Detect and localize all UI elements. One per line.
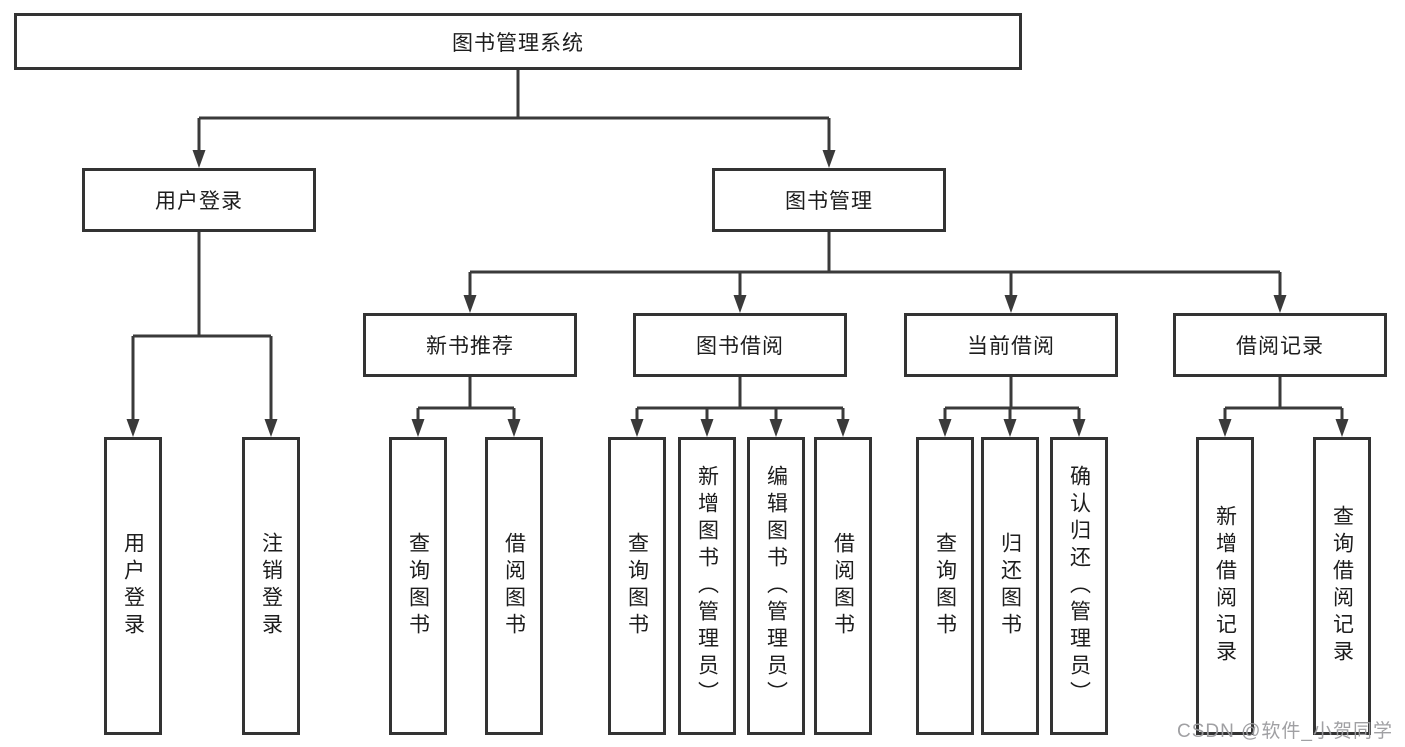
leaf-label: 查询图书: [406, 532, 430, 640]
leaf-label: 借阅图书: [502, 532, 526, 640]
leaf-label: 新增图书（管理员）: [695, 464, 719, 708]
leaf-add-borrow-record: 新增借阅记录: [1196, 437, 1254, 735]
leaf-label: 确认归还（管理员）: [1067, 464, 1091, 708]
leaf-confirm-return-admin: 确认归还（管理员）: [1050, 437, 1108, 735]
node-new-book-recommend: 新书推荐: [363, 313, 577, 377]
node-label: 用户登录: [155, 190, 243, 213]
node-book-management: 图书管理: [712, 168, 946, 232]
leaf-borrow-books-2: 借阅图书: [814, 437, 872, 735]
leaf-label: 归还图书: [998, 532, 1022, 640]
node-borrowing-records: 借阅记录: [1173, 313, 1387, 377]
leaf-label: 查询借阅记录: [1330, 505, 1354, 667]
leaf-user-login: 用户登录: [104, 437, 162, 735]
leaf-label: 注销登录: [259, 532, 283, 640]
node-label: 图书管理: [785, 190, 873, 213]
leaf-label: 查询图书: [625, 532, 649, 640]
node-label: 当前借阅: [967, 335, 1055, 358]
leaf-query-books-3: 查询图书: [916, 437, 974, 735]
node-label: 图书借阅: [696, 335, 784, 358]
leaf-label: 新增借阅记录: [1213, 505, 1237, 667]
leaf-return-books: 归还图书: [981, 437, 1039, 735]
node-label: 借阅记录: [1236, 335, 1324, 358]
leaf-borrow-books-1: 借阅图书: [485, 437, 543, 735]
leaf-logout: 注销登录: [242, 437, 300, 735]
node-book-borrowing: 图书借阅: [633, 313, 847, 377]
node-label: 新书推荐: [426, 335, 514, 358]
leaf-edit-books-admin: 编辑图书（管理员）: [747, 437, 805, 735]
leaf-add-books-admin: 新增图书（管理员）: [678, 437, 736, 735]
node-current-borrowing: 当前借阅: [904, 313, 1118, 377]
leaf-label: 借阅图书: [831, 532, 855, 640]
node-user-login: 用户登录: [82, 168, 316, 232]
node-label: 图书管理系统: [452, 31, 584, 55]
csdn-watermark: CSDN @软件_小贺同学: [1177, 721, 1393, 742]
node-library-management-system: 图书管理系统: [14, 13, 1022, 70]
leaf-label: 用户登录: [121, 532, 145, 640]
leaf-label: 编辑图书（管理员）: [764, 464, 788, 708]
leaf-query-books-2: 查询图书: [608, 437, 666, 735]
leaf-label: 查询图书: [933, 532, 957, 640]
leaf-query-borrow-record: 查询借阅记录: [1313, 437, 1371, 735]
leaf-query-books-1: 查询图书: [389, 437, 447, 735]
arrowhead-icons: [126, 150, 1349, 437]
